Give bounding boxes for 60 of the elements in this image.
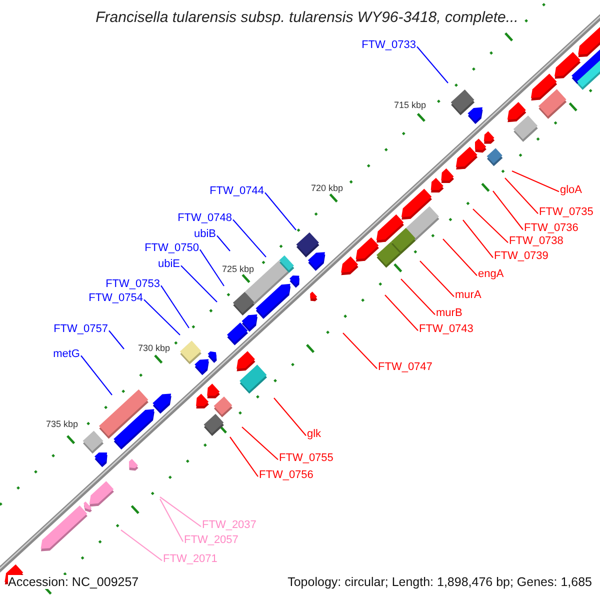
leader-line: [180, 265, 218, 302]
gene-label: glk: [307, 429, 322, 440]
gene-label: FTW_2037: [202, 520, 256, 531]
gene-label: FTW_0757: [54, 324, 108, 335]
leader-line: [472, 208, 508, 243]
leader-line: [400, 278, 436, 315]
gene-label: FTW_0739: [494, 251, 548, 262]
leader-line: [160, 285, 190, 328]
leader-line: [264, 192, 296, 230]
gene-label: FTW_0735: [539, 207, 594, 218]
gene-label: engA: [478, 269, 504, 280]
gene-label: FTW_0755: [279, 453, 334, 464]
leader-line: [80, 355, 112, 396]
leader-line: [108, 330, 124, 350]
gene-label: FTW_0748: [178, 213, 232, 224]
leader-line: [200, 249, 224, 286]
gene-label: metG: [53, 349, 80, 360]
gene-label: FTW_0733: [362, 40, 416, 51]
leader-line: [504, 178, 538, 214]
leader-line: [120, 530, 162, 562]
gene-label: FTW_0756: [259, 470, 314, 481]
leader-line: [230, 436, 258, 477]
leader-line: [160, 496, 202, 528]
leader-line: [512, 170, 560, 192]
leader-line: [420, 260, 454, 297]
leader-line: [216, 235, 230, 252]
leader-line: [144, 299, 180, 336]
gene-label: FTW_0750: [144, 243, 199, 254]
leader-line: [160, 498, 184, 542]
gene-label: FTW_2071: [163, 554, 218, 565]
gene-label: FTW_0738: [509, 236, 564, 247]
gene-label: ubiB: [194, 229, 216, 240]
gene-label: FTW_0753: [106, 279, 160, 290]
leader-line: [462, 220, 494, 258]
gene-label: FTW_0754: [88, 293, 143, 304]
scale-label: 715 kbp: [394, 100, 426, 110]
accession-note: Accession: NC_009257: [8, 574, 139, 590]
leader-line: [274, 398, 306, 436]
summary-note: Topology: circular; Length: 1,898,476 bp; Genes: 1,685: [288, 574, 592, 590]
leader-line: [492, 190, 524, 230]
gene-label: FTW_0736: [524, 223, 578, 234]
scale-label: 730 kbp: [138, 344, 170, 352]
gene-label: FTW_0743: [419, 324, 474, 335]
leader-line: [384, 294, 418, 331]
gene-label: FTW_0747: [378, 362, 432, 373]
gene-label: murB: [436, 308, 462, 319]
gene-label: FTW_2057: [184, 535, 238, 546]
gene-label: gloA: [560, 185, 582, 196]
leader-line: [342, 332, 378, 369]
leader-line: [416, 46, 448, 84]
leader-line: [232, 219, 266, 258]
leader-line: [442, 238, 478, 276]
gene-label: ubiE: [158, 259, 180, 270]
gene-label: murA: [455, 290, 482, 301]
leader-line: [242, 426, 278, 460]
gene-label: FTW_0744: [210, 186, 264, 197]
map-title: Francisella tularensis subsp. tularensis WY96-3418, complete...: [94, 10, 520, 25]
scale-label: 720 kbp: [310, 184, 344, 192]
scale-label: 725 kbp: [222, 264, 254, 274]
scale-label: 735 kbp: [46, 420, 78, 428]
